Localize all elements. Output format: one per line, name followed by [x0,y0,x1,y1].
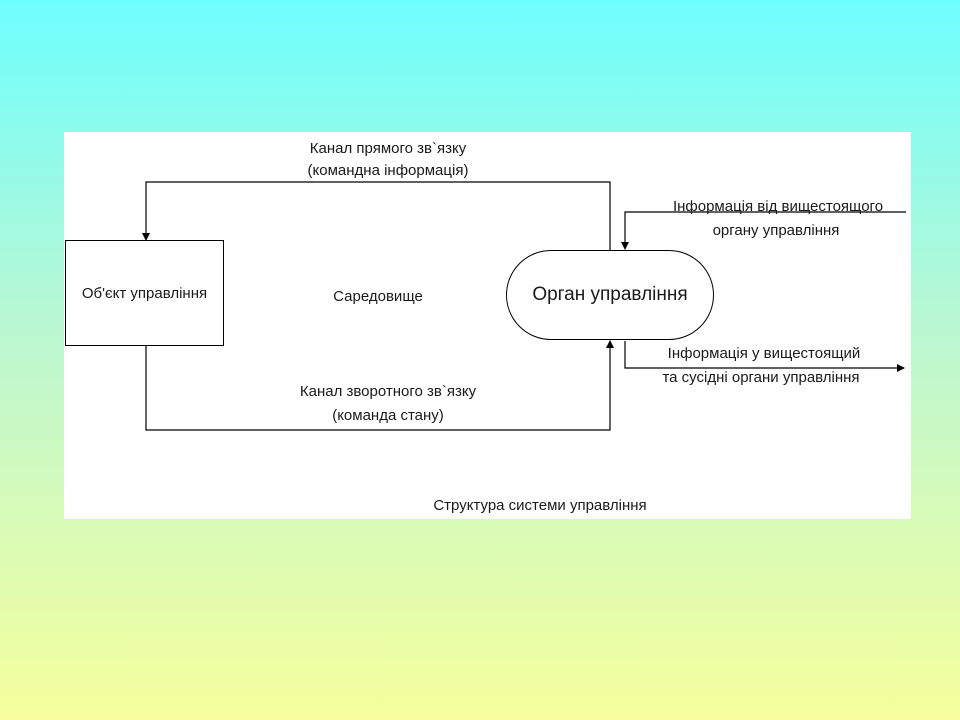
control-body-label: Орган управління [532,284,688,305]
info-from-superior-label-line2: органу управління [712,222,840,239]
diagram-panel: Об'єкт управління Орган управління Саред… [64,132,911,519]
feedback-channel-label-line1: Канал зворотного зв`язку [299,383,477,400]
environment-label: Саредовище [333,288,423,305]
forward-channel-label-line1: Канал прямого зв`язку [309,140,467,157]
feedback-channel-arrow [145,340,614,431]
control-object-label: Об'єкт управління [81,284,208,302]
info-to-superior-label-line2: та сусідні органи управління [662,369,860,386]
feedback-channel-label-line2: (команда стану) [332,407,444,424]
forward-channel-arrow [142,181,611,250]
info-from-superior-arrow [621,211,906,250]
diagram-caption: Структура системи управління [433,497,647,514]
control-body-node: Орган управління [506,250,714,340]
connector-lines [142,181,906,431]
info-to-superior-label-line1: Інформація у вищестоящий [667,345,861,362]
info-from-superior-label-line1: Інформація від вищестоящого [672,198,884,215]
forward-channel-label-line2: (командна інформація) [307,162,469,179]
info-to-superior-arrow [624,341,905,372]
control-object-node: Об'єкт управління [65,240,224,346]
